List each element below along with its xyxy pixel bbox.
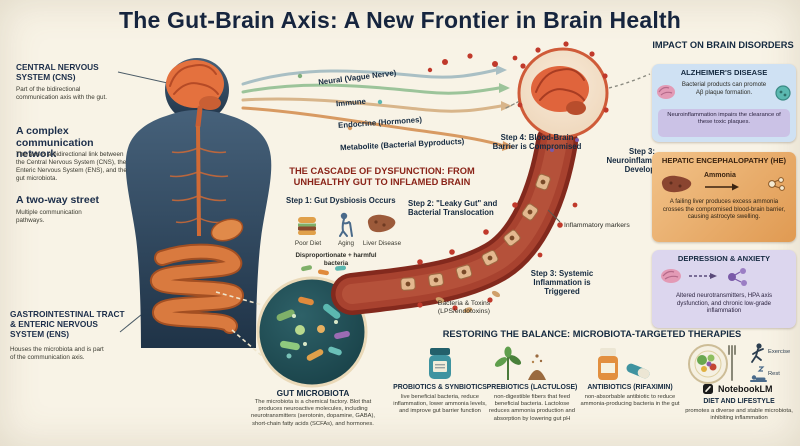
spinal-cord xyxy=(169,125,229,237)
exercise-label: Exercise xyxy=(768,349,791,355)
alzheimers-cell-icon xyxy=(775,85,791,101)
alzheimers-brain-icon xyxy=(657,85,675,99)
depression-molecule-icon xyxy=(728,268,747,286)
step1-item-aging: Aging xyxy=(337,240,355,247)
inflammatory-pointer xyxy=(547,209,561,223)
depression-arrow-icon xyxy=(689,273,717,279)
hepatic-body: A failing liver produces excess ammonia … xyxy=(662,198,786,221)
epithelial-cells xyxy=(400,173,551,291)
step1-title: Step 1: Gut Dysbiosis Occurs xyxy=(286,196,396,205)
gi-desc: Houses the microbiota and is part of the… xyxy=(10,346,104,361)
gi-title: GASTROINTESTINAL TRACT & ENTERIC NERVOUS… xyxy=(10,309,125,339)
depression-card: DEPRESSION & ANXIETY Altered neurotransm… xyxy=(652,250,796,328)
gut-illustration xyxy=(149,218,245,334)
rest-label: Rest xyxy=(768,371,780,377)
therapy-title-prebiotics: PREBIOTICS (LACTULOSE) xyxy=(486,384,578,391)
exercise-icon xyxy=(751,343,764,363)
alzheimers-card: ALZHEIMER'S DISEASE Bacterial products c… xyxy=(652,64,796,142)
therapy-title-antibiotics: ANTIBIOTICS (RIFAXIMIN) xyxy=(587,384,673,391)
microbiota-desc: The microbiota is a chemical factory. Bl… xyxy=(250,399,376,427)
pathway-curve-metabolite xyxy=(241,106,506,148)
watermark-text: NotebookLM xyxy=(718,384,773,394)
alzheimers-note: Neuroinflammation impairs the clearance … xyxy=(667,112,781,126)
brain-illustration xyxy=(166,60,224,129)
step1-item-liver-disease: Liver Disease xyxy=(362,240,402,247)
human-body-illustration xyxy=(125,58,272,348)
impact-title: IMPACT ON BRAIN DISORDERS xyxy=(652,40,794,50)
alzheimers-title: ALZHEIMER'S DISEASE xyxy=(680,68,768,77)
therapy-desc-probiotics: live beneficial bacteria, reduce inflamm… xyxy=(393,394,487,415)
page-title: The Gut-Brain Axis: A New Frontier in Br… xyxy=(118,7,682,33)
therapy-title-probiotics: PROBIOTICS & SYNBIOTICS xyxy=(393,384,487,391)
alzheimers-body: Bacterial products can promote Aβ plaque… xyxy=(681,81,767,96)
zoom-lines xyxy=(215,291,267,357)
hepatic-card: HEPATIC ENCEPHALOPATHY (HE) Ammonia A fa… xyxy=(652,152,796,242)
therapy-desc-prebiotics: non-digestible fibers that feed benefici… xyxy=(488,394,576,422)
pathway-curves xyxy=(241,65,531,151)
cns-pointer-line xyxy=(117,71,173,85)
depression-title: DEPRESSION & ANXIETY xyxy=(677,254,771,263)
aging-icon xyxy=(339,212,353,237)
hepatic-liver-icon xyxy=(661,175,692,193)
prebiotics-plant-icon xyxy=(494,346,546,381)
hepatic-arrow-icon xyxy=(705,183,739,191)
step5-title: Step 3: Neuroinflammation Develops xyxy=(606,147,678,174)
notebooklm-icon xyxy=(703,384,713,394)
hepatic-ammonia-label: Ammonia xyxy=(704,172,736,179)
inflammation-dots xyxy=(417,202,578,311)
antibiotics-bottle-icon xyxy=(598,348,650,380)
twoway-title: A two-way street xyxy=(16,194,100,206)
diet-plate-icon xyxy=(688,344,736,384)
therapy-desc-diet: promotes a diverse and stable microbiota… xyxy=(685,408,793,422)
therapies-title: RESTORING THE BALANCE: MICROBIOTA-TARGET… xyxy=(442,329,742,339)
cascade-title: THE CASCADE OF DYSFUNCTION: FROM UNHEALT… xyxy=(289,166,475,187)
hepatic-title: HEPATIC ENCEPHALOPATHY (HE) xyxy=(661,156,787,165)
network-title: A complex communication network xyxy=(16,125,94,161)
therapy-title-diet: DIET AND LIFESTYLE xyxy=(703,398,775,405)
poor-diet-icon xyxy=(298,217,316,235)
hepatic-molecule-icon xyxy=(768,177,785,191)
liver-disease-icon xyxy=(367,214,396,233)
twoway-desc: Multiple communication pathways. xyxy=(16,209,82,224)
rest-icon xyxy=(750,366,767,382)
brain-circle xyxy=(517,41,651,152)
pathway-curve-neural xyxy=(241,68,498,86)
watermark: NotebookLM xyxy=(702,383,773,395)
alzheimers-note-box: Neuroinflammation impairs the clearance … xyxy=(658,109,790,137)
probiotics-jar-icon xyxy=(429,348,451,379)
cns-title: CENTRAL NERVOUS SYSTEM (CNS) xyxy=(16,62,99,82)
step4-title: Step 4: Blood-Brain Barrier is Compromis… xyxy=(492,133,582,151)
depression-brain-icon xyxy=(661,269,681,283)
inflammatory-label: Inflammatory markers xyxy=(564,222,630,229)
particle-dots xyxy=(427,53,518,73)
step1-item-poor-diet: Poor Diet xyxy=(294,240,322,247)
step2-title: Step 2: "Leaky Gut" and Bacterial Transl… xyxy=(408,199,498,217)
toxins-label: Bacteria & Toxins (LPS/endotoxins) xyxy=(437,300,491,316)
pathway-curve-immune xyxy=(241,83,501,95)
pathway-dots xyxy=(297,73,383,131)
cns-desc: Part of the bidirectional communication … xyxy=(16,86,107,101)
pathway-curve-endocrine xyxy=(241,97,503,113)
dysbiosis-bacteria xyxy=(301,265,347,276)
therapy-desc-antibiotics: non-absorbable antibiotic to reduce ammo… xyxy=(580,394,680,408)
depression-body: Altered neurotransmitters, HPA axis dysf… xyxy=(675,292,773,315)
step3-title: Step 3: Systemic Inflammation is Trigger… xyxy=(530,269,594,296)
network-desc: The axis is a bidirectional link between… xyxy=(16,151,127,182)
step1-note: Disproportionate + harmful bacteria xyxy=(295,252,377,267)
microbiota-title: GUT MICROBIOTA xyxy=(276,388,350,398)
escaped-bacteria xyxy=(435,290,501,313)
